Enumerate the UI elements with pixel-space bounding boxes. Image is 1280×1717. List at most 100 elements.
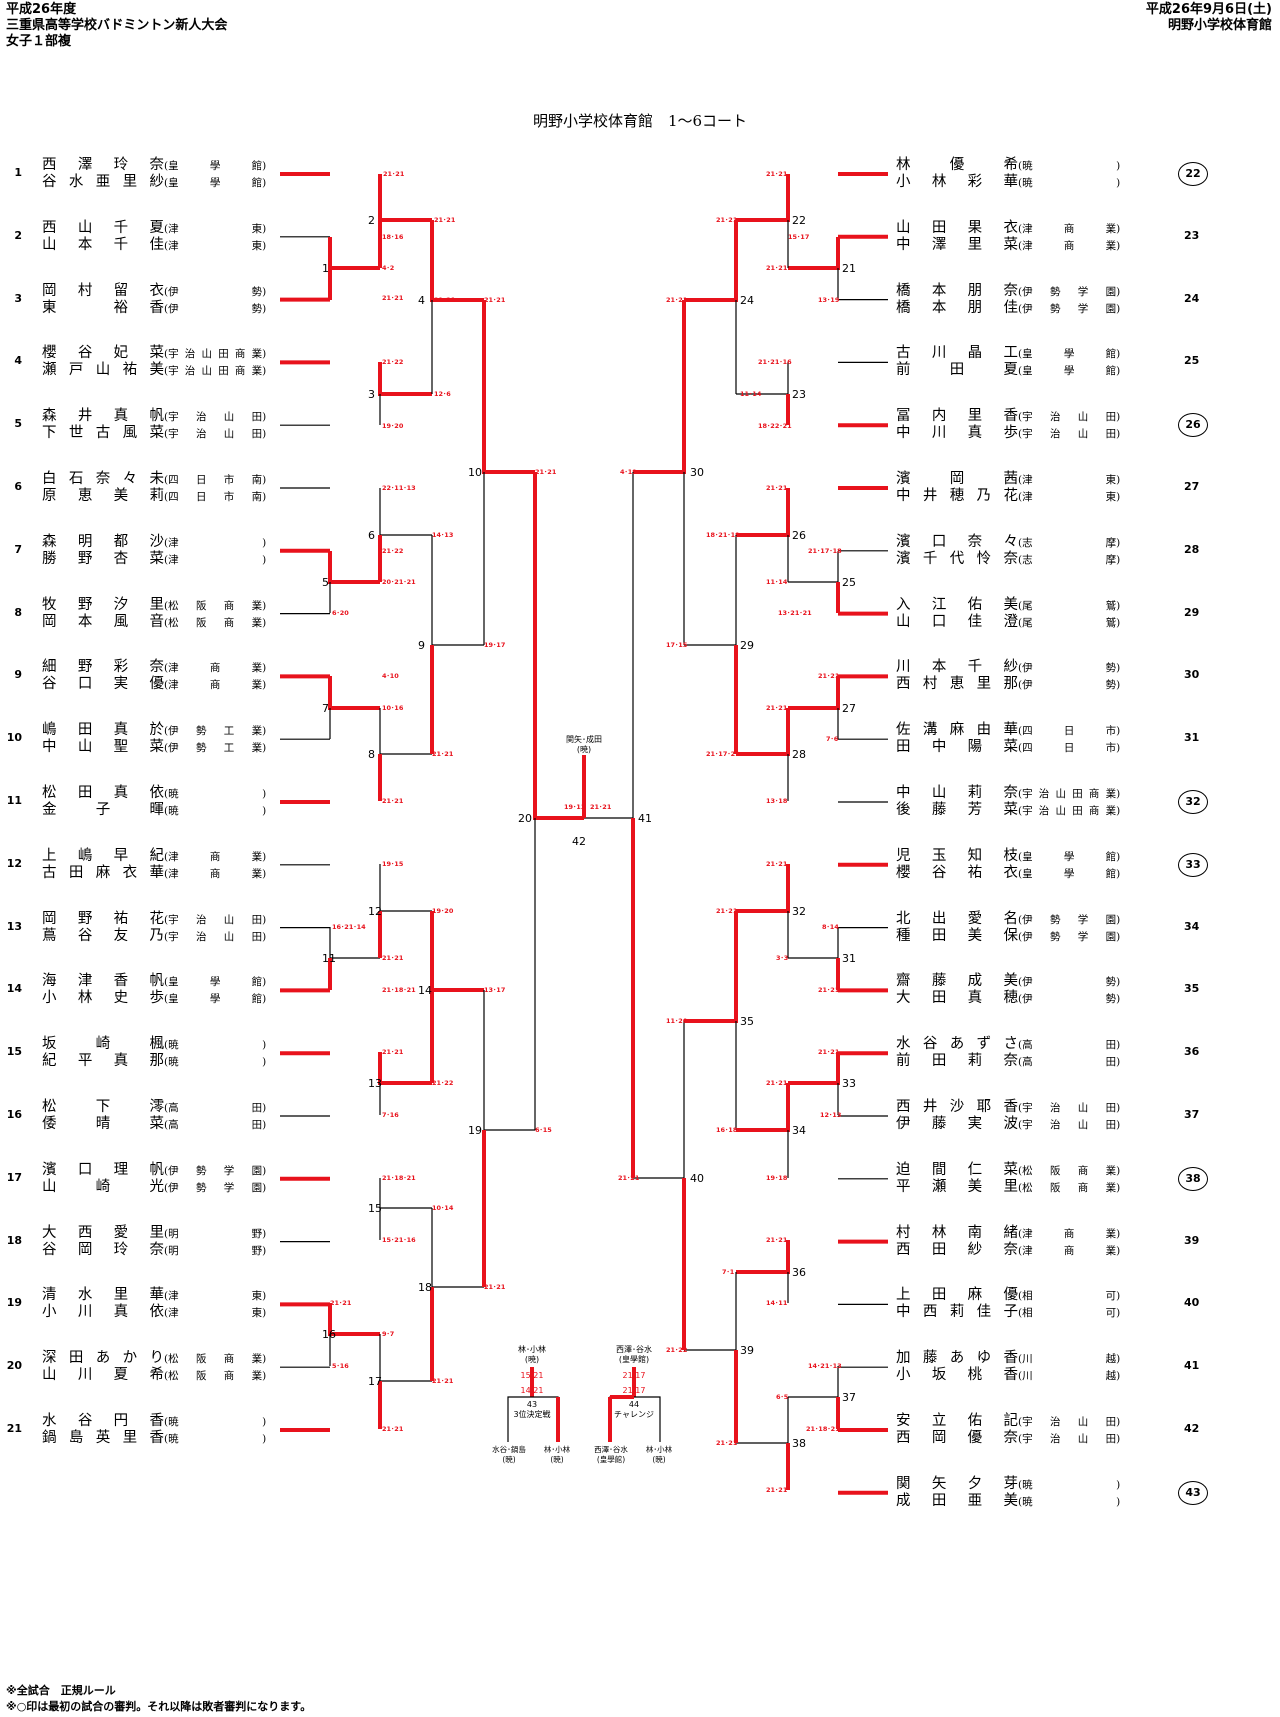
player-name: 川本千紗 [896,659,1018,676]
player-row: 櫻谷妃菜(宇治山田商業) [42,345,266,362]
player-row: 山川夏希(松阪商業) [42,1367,266,1384]
player-row: 西井沙耶香(宇治山田) [896,1099,1120,1116]
bracket-line [684,220,738,302]
paren-open: ( [1018,1495,1023,1508]
school-name: 津商業 [168,850,263,863]
paren-open: ( [164,1353,169,1366]
player-row: 川本千紗(伊勢) [896,659,1120,676]
school-wrap: (伊勢学園) [1018,301,1120,318]
paren-close: ) [262,474,267,486]
player-row: 岡本風音(松阪商業) [42,614,266,631]
paren-open: ( [164,867,169,880]
paren-close: ) [1116,1478,1121,1491]
paren-close: ) [262,1227,267,1240]
paren-open: ( [164,1102,169,1114]
player-row: 西澤玲奈(皇學館) [42,157,266,174]
paren-open: ( [1018,993,1023,1006]
player-name: 児玉知枝 [896,847,1018,864]
entry-number: 39 [1184,1233,1200,1247]
player-name: 小川真依 [42,1304,164,1321]
bracket-line [736,1397,789,1444]
score-label: 21･21 [666,296,688,304]
entry-number: 40 [1184,1296,1200,1310]
paren-close: ) [1116,616,1121,629]
score-label: 21･18･21 [806,1425,840,1433]
player-name: 瀬戸山祐美 [42,362,164,379]
bracket-line [378,362,432,396]
school-wrap: (四日市南) [164,472,266,489]
player-row: 大田真穂(伊勢) [896,990,1120,1007]
match-number: 3 [368,388,375,401]
school-name: 皇學館 [1022,365,1117,378]
school-wrap: (津東) [164,221,266,238]
score-label: 19･13 [564,803,585,811]
school-name: 津東 [1022,474,1117,486]
school-name: 津東 [168,1290,263,1303]
header-right: 平成26年9月6日(土) 明野小学校体育館 [1146,2,1272,34]
player-row: 小川真依(津東) [42,1304,266,1321]
paren-close: ) [1116,474,1121,486]
player-name: 古田麻衣華 [42,864,164,881]
school-wrap: (伊勢学園) [164,1163,266,1180]
paren-close: ) [1116,993,1121,1006]
player-row: 後藤芳菜(宇治山田商業) [896,802,1120,819]
paren-close: ) [262,616,267,629]
score-label: 17･15 [666,641,688,649]
paren-open: ( [1018,1039,1023,1052]
player-name: 関矢夕芽 [896,1475,1018,1492]
paren-close: ) [262,599,267,612]
player-row: 東 裕香(伊勢) [42,300,266,317]
player-row: 種田美保(伊勢学園) [896,928,1120,945]
school-wrap: (相可) [1018,1288,1120,1305]
paren-open: ( [1018,474,1023,486]
score-label: 11･14 [766,578,788,586]
paren-close: ) [262,1433,267,1445]
school-wrap: (暁) [1018,1477,1120,1494]
match-number: 42 [572,835,586,848]
paren-open: ( [164,302,169,315]
match-number: 37 [842,1391,856,1404]
player-name: 倭 晴 菜 [42,1116,164,1132]
player-row: 中澤里菜(津商業) [896,237,1120,254]
paren-close: ) [1116,1307,1121,1320]
school-wrap: (皇學館) [1018,363,1120,380]
score-label: 21･21 [434,216,456,224]
paren-close: ) [1116,725,1121,738]
match-number: 4 [418,294,425,307]
school-name: 伊勢学園 [1022,930,1117,943]
player-row: 齋藤成美(伊勢) [896,973,1120,990]
paren-open: ( [164,491,169,503]
school-wrap: (津東) [164,1288,266,1305]
player-row: 西山千夏(津東) [42,220,266,237]
paren-close: ) [262,725,267,738]
score-label: 16･18 [716,1126,738,1134]
entry-number: 34 [1184,919,1200,933]
school-wrap: (暁) [1018,175,1120,192]
school-name: 暁 [168,1056,179,1069]
school-name: 津商業 [1022,1227,1117,1240]
school-name: 高田 [1022,1039,1117,1052]
player-name: 山 崎 光 [42,1178,164,1195]
player-name: 谷岡玲奈 [42,1241,164,1258]
score-label: 21･17･21 [706,750,740,758]
paren-close: ) [1116,1164,1121,1177]
score-label: 21･21 [382,797,404,805]
school-wrap: (志摩) [1018,535,1120,552]
player-name: 前 田 夏 [896,362,1018,379]
third-place-label: 3位決定戦 [513,1409,550,1419]
third-place-left: 水谷･鍋島 [492,1444,526,1454]
player-row: 西田紗奈(津商業) [896,1242,1120,1259]
paren-open: ( [1018,867,1023,880]
school-wrap: (高田) [164,1100,266,1117]
school-name: 伊勢学園 [1022,285,1117,298]
school-wrap: (高田) [164,1117,266,1134]
bracket-line [379,708,432,755]
school-wrap: (四日市) [1018,723,1120,740]
player-name: 西澤玲奈 [42,157,164,173]
paren-close: ) [1116,850,1121,863]
paren-close: ) [262,867,267,880]
player-row: 水谷あずさ(高田) [896,1036,1120,1053]
bracket-line [483,990,535,1131]
school-wrap: (松阪商業) [164,1351,266,1368]
